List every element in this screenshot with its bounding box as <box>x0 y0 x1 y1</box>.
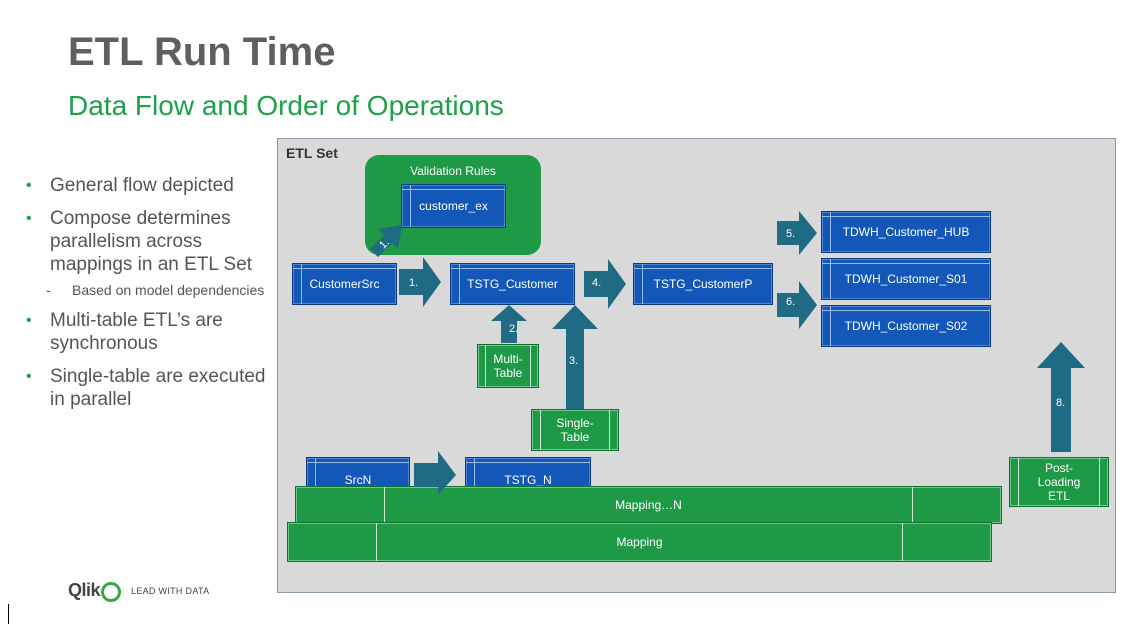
single-table-node: Single-Table <box>531 409 619 451</box>
bullet-text: Compose determines parallelism across ma… <box>50 208 253 275</box>
bullet-dot-icon: • <box>26 210 32 227</box>
qlik-q-icon <box>101 581 122 602</box>
step-label: 3. <box>569 355 579 367</box>
bullet-item: • Single-table are executed in parallel <box>26 365 266 411</box>
step-1-right-arrow-icon <box>399 257 441 307</box>
customer-src-node: CustomerSrc <box>292 263 397 305</box>
bullet-text: General flow depicted <box>50 175 234 196</box>
mapping-label: Mapping…N <box>615 498 682 512</box>
tdwh-customer-s01-node: TDWH_Customer_S01 <box>821 258 991 300</box>
step-label: 1. <box>409 277 419 289</box>
node-label: TSTG_N <box>504 473 552 487</box>
bullet-dot-icon: • <box>26 177 32 194</box>
multi-table-node: Multi-Table <box>477 344 539 388</box>
step-6-right-arrow-icon <box>777 281 817 329</box>
step-8-up-arrow-icon <box>1037 342 1085 452</box>
node-label: customer_ex <box>419 199 488 213</box>
bullet-text: Multi-table ETL’s are synchronous <box>50 310 223 354</box>
node-label: TDWH_Customer_S01 <box>844 272 968 286</box>
dash-icon: - <box>46 282 51 298</box>
logo-word: Qlik <box>68 580 101 600</box>
bullet-list: • General flow depicted • Compose determin… <box>26 174 266 421</box>
etl-set-label: ETL Set <box>286 145 338 161</box>
tstg-customer-node: TSTG_Customer <box>450 263 575 305</box>
step-3-up-arrow-icon <box>552 305 598 409</box>
step-label: 6. <box>786 296 796 308</box>
mapping-label: Mapping <box>616 535 663 549</box>
node-label: TDWH_Customer_HUB <box>842 225 970 239</box>
slide-subtitle: Data Flow and Order of Operations <box>68 90 504 121</box>
bullet-dot-icon: • <box>26 312 32 329</box>
bullet-text: Single-table are executed in parallel <box>50 366 266 410</box>
tstg-customerp-node: TSTG_CustomerP <box>633 263 773 305</box>
node-label: SrcN <box>344 473 372 487</box>
tdwh-customer-s02-node: TDWH_Customer_S02 <box>821 305 991 347</box>
logo-tagline: LEAD WITH DATA <box>131 585 210 596</box>
step-4-right-arrow-icon <box>584 259 626 309</box>
mapping-bar: Mapping <box>287 522 992 562</box>
validation-rules-title: Validation Rules <box>410 164 496 178</box>
text-cursor <box>8 604 9 624</box>
node-label: Post-Loading ETL <box>1037 461 1081 503</box>
step-1-diagonal-arrow-icon <box>370 225 402 257</box>
bullet-item: • Multi-table ETL’s are synchronous <box>26 309 266 355</box>
step-label: 5. <box>786 228 796 240</box>
sub-bullet-item: - Based on model dependencies <box>26 282 266 299</box>
bullet-item: • Compose determines parallelism across m… <box>26 207 266 276</box>
etl-set-panel: ETL Set Validation Rules customer_ex Cus… <box>277 138 1116 593</box>
qlik-logo: Qlik LEAD WITH DATA <box>68 580 210 602</box>
node-label: Multi-Table <box>493 352 523 380</box>
node-label: CustomerSrc <box>309 277 380 291</box>
bullet-dot-icon: • <box>26 368 32 385</box>
customer-ex-node: customer_ex <box>401 184 506 228</box>
step-label: 2. <box>509 323 519 335</box>
tdwh-customer-hub-node: TDWH_Customer_HUB <box>821 211 991 253</box>
slide-title: ETL Run Time <box>68 30 336 74</box>
node-label: TSTG_CustomerP <box>653 277 753 291</box>
post-loading-etl-node: Post-Loading ETL <box>1009 457 1109 507</box>
node-label: Single-Table <box>556 416 594 444</box>
node-label: TSTG_Customer <box>467 277 558 291</box>
sub-bullet-text: Based on model dependencies <box>72 282 265 298</box>
step-2-up-arrow-icon <box>491 305 527 343</box>
node-label: TDWH_Customer_S02 <box>844 319 968 333</box>
step-label: 4. <box>592 277 602 289</box>
step-5-right-arrow-icon <box>777 211 817 255</box>
step-label: 8. <box>1056 397 1066 409</box>
bullet-item: • General flow depicted <box>26 174 266 197</box>
srcn-right-arrow-icon <box>414 451 456 495</box>
mapping-n-bar: Mapping…N <box>295 486 1002 524</box>
